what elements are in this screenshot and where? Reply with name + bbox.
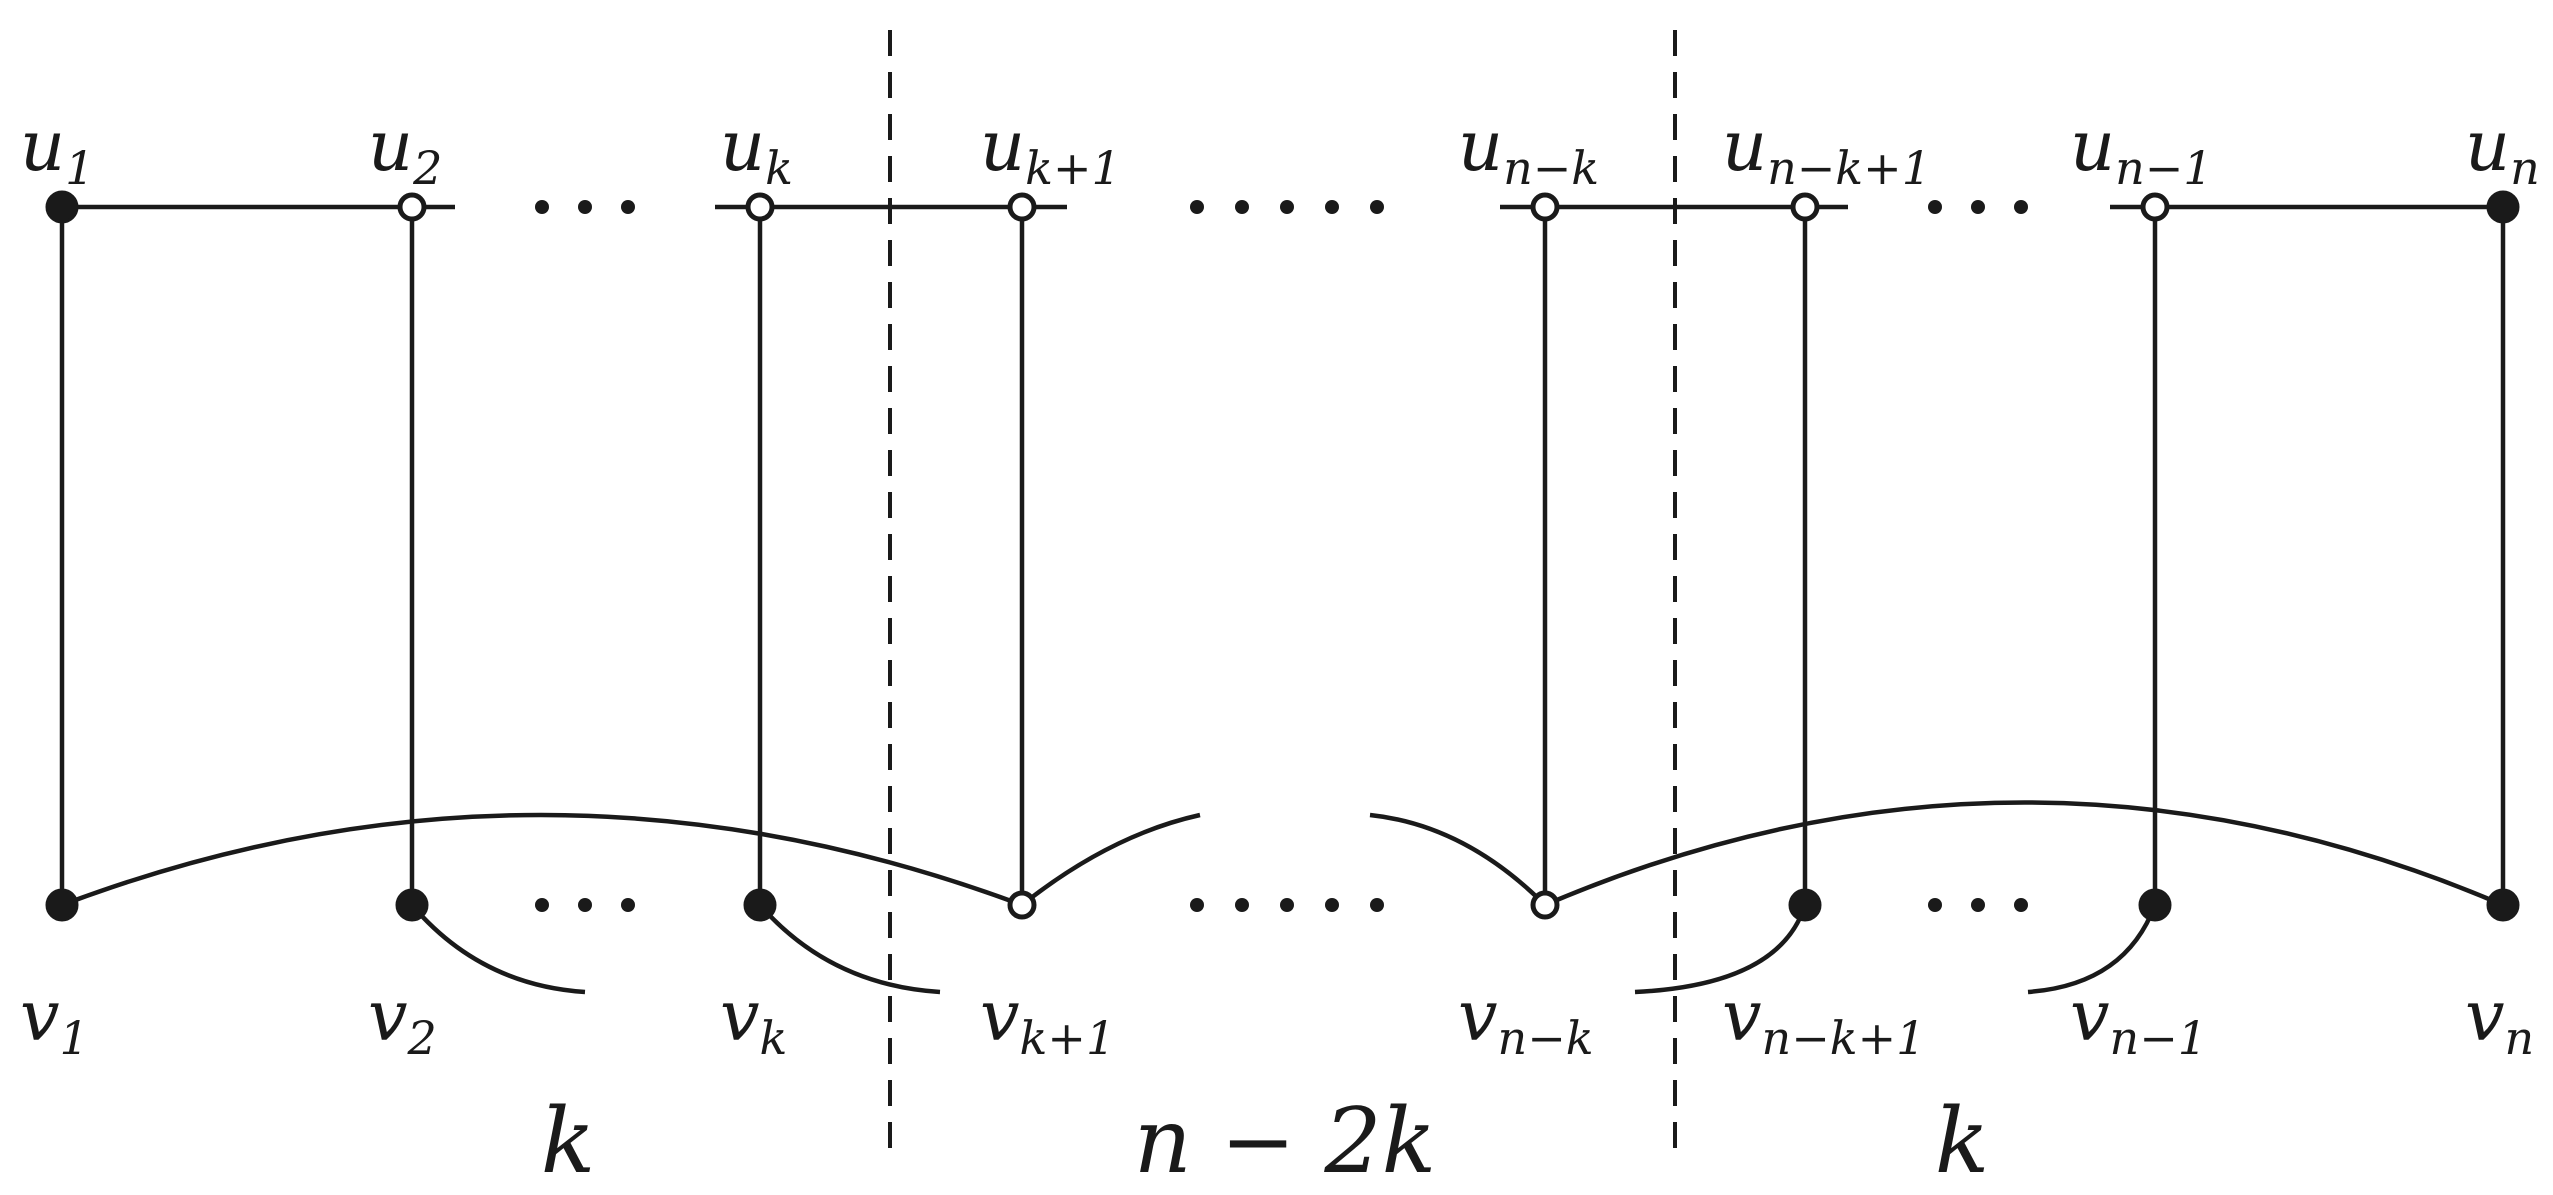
stub-vk [758,903,941,995]
section-label-left: k [541,1089,596,1194]
node-uk [745,192,775,222]
ellipsis-dot [1190,200,1204,214]
section-labels: k n − 2k k [541,1089,1990,1194]
ellipsis-dot [1235,200,1249,214]
ellipsis-dot [1370,200,1384,214]
label-vnk1: vn−k+1 [1722,975,1925,1065]
label-v1: v1 [20,975,89,1065]
ellipsis-dot [1928,200,1942,214]
node-vn [2486,888,2520,922]
ellipsis-dots [535,200,2028,912]
ellipsis-dot [621,898,635,912]
ellipsis-dot [1280,898,1294,912]
label-un1: un−1 [2070,105,2213,195]
label-vk: vk [720,975,787,1065]
label-un: un [2465,105,2540,195]
rungs [59,207,2506,905]
node-un [2486,190,2520,224]
stub-vnk1 [1634,904,1808,995]
label-unk1: un−k+1 [1722,105,1931,195]
ellipsis-dot [2014,200,2028,214]
bottom-vertex-labels: v1 v2 vk vk+1 vn−k vn−k+1 vn−1 vn [20,975,2534,1065]
ellipsis-dot [1325,200,1339,214]
label-vn1: vn−1 [2070,975,2207,1065]
ellipsis-dot [621,200,635,214]
node-vk [743,888,777,922]
ellipsis-dot [578,898,592,912]
ellipsis-dot [535,200,549,214]
label-v2: v2 [368,975,437,1065]
node-v2 [395,888,429,922]
ellipsis-dot [1190,898,1204,912]
stub-vnk [1369,812,1547,907]
node-unk [1530,192,1560,222]
label-uk1: uk+1 [980,105,1121,195]
ellipsis-dot [2014,898,2028,912]
section-label-right: k [1935,1089,1990,1194]
arc-vnk-vn [1544,800,2504,908]
node-un1 [2140,192,2170,222]
node-v1 [45,888,79,922]
node-u2 [397,192,427,222]
stub-vk1 [1020,812,1201,907]
label-uk: uk [720,105,793,195]
node-vnk1 [1788,888,1822,922]
node-unk1 [1790,192,1820,222]
stub-vn1 [2027,904,2158,995]
ellipsis-dot [1370,898,1384,912]
ellipsis-dot [1928,898,1942,912]
section-label-middle: n − 2k [1134,1089,1436,1194]
bottom-nodes [45,888,2520,922]
ellipsis-dot [535,898,549,912]
ellipsis-dot [1325,898,1339,912]
label-vnk: vn−k [1458,975,1594,1065]
label-unk: un−k [1458,105,1599,195]
stub-v2 [410,903,586,995]
label-vk1: vk+1 [980,975,1115,1065]
top-vertex-labels: u1 u2 uk uk+1 un−k un−k+1 un−1 un [20,105,2540,195]
node-vnk [1530,890,1560,920]
ellipsis-dot [1971,200,1985,214]
label-u2: u2 [368,105,442,195]
top-nodes [45,190,2520,224]
label-vn: vn [2465,975,2534,1065]
bottom-edges [61,800,2504,995]
ellipsis-dot [1280,200,1294,214]
label-u1: u1 [20,105,94,195]
ellipsis-dot [578,200,592,214]
node-vk1 [1007,890,1037,920]
ellipsis-dot [1235,898,1249,912]
arc-v1-vk1 [61,812,1023,908]
node-u1 [45,190,79,224]
ellipsis-dot [1971,898,1985,912]
node-uk1 [1007,192,1037,222]
node-vn1 [2138,888,2172,922]
